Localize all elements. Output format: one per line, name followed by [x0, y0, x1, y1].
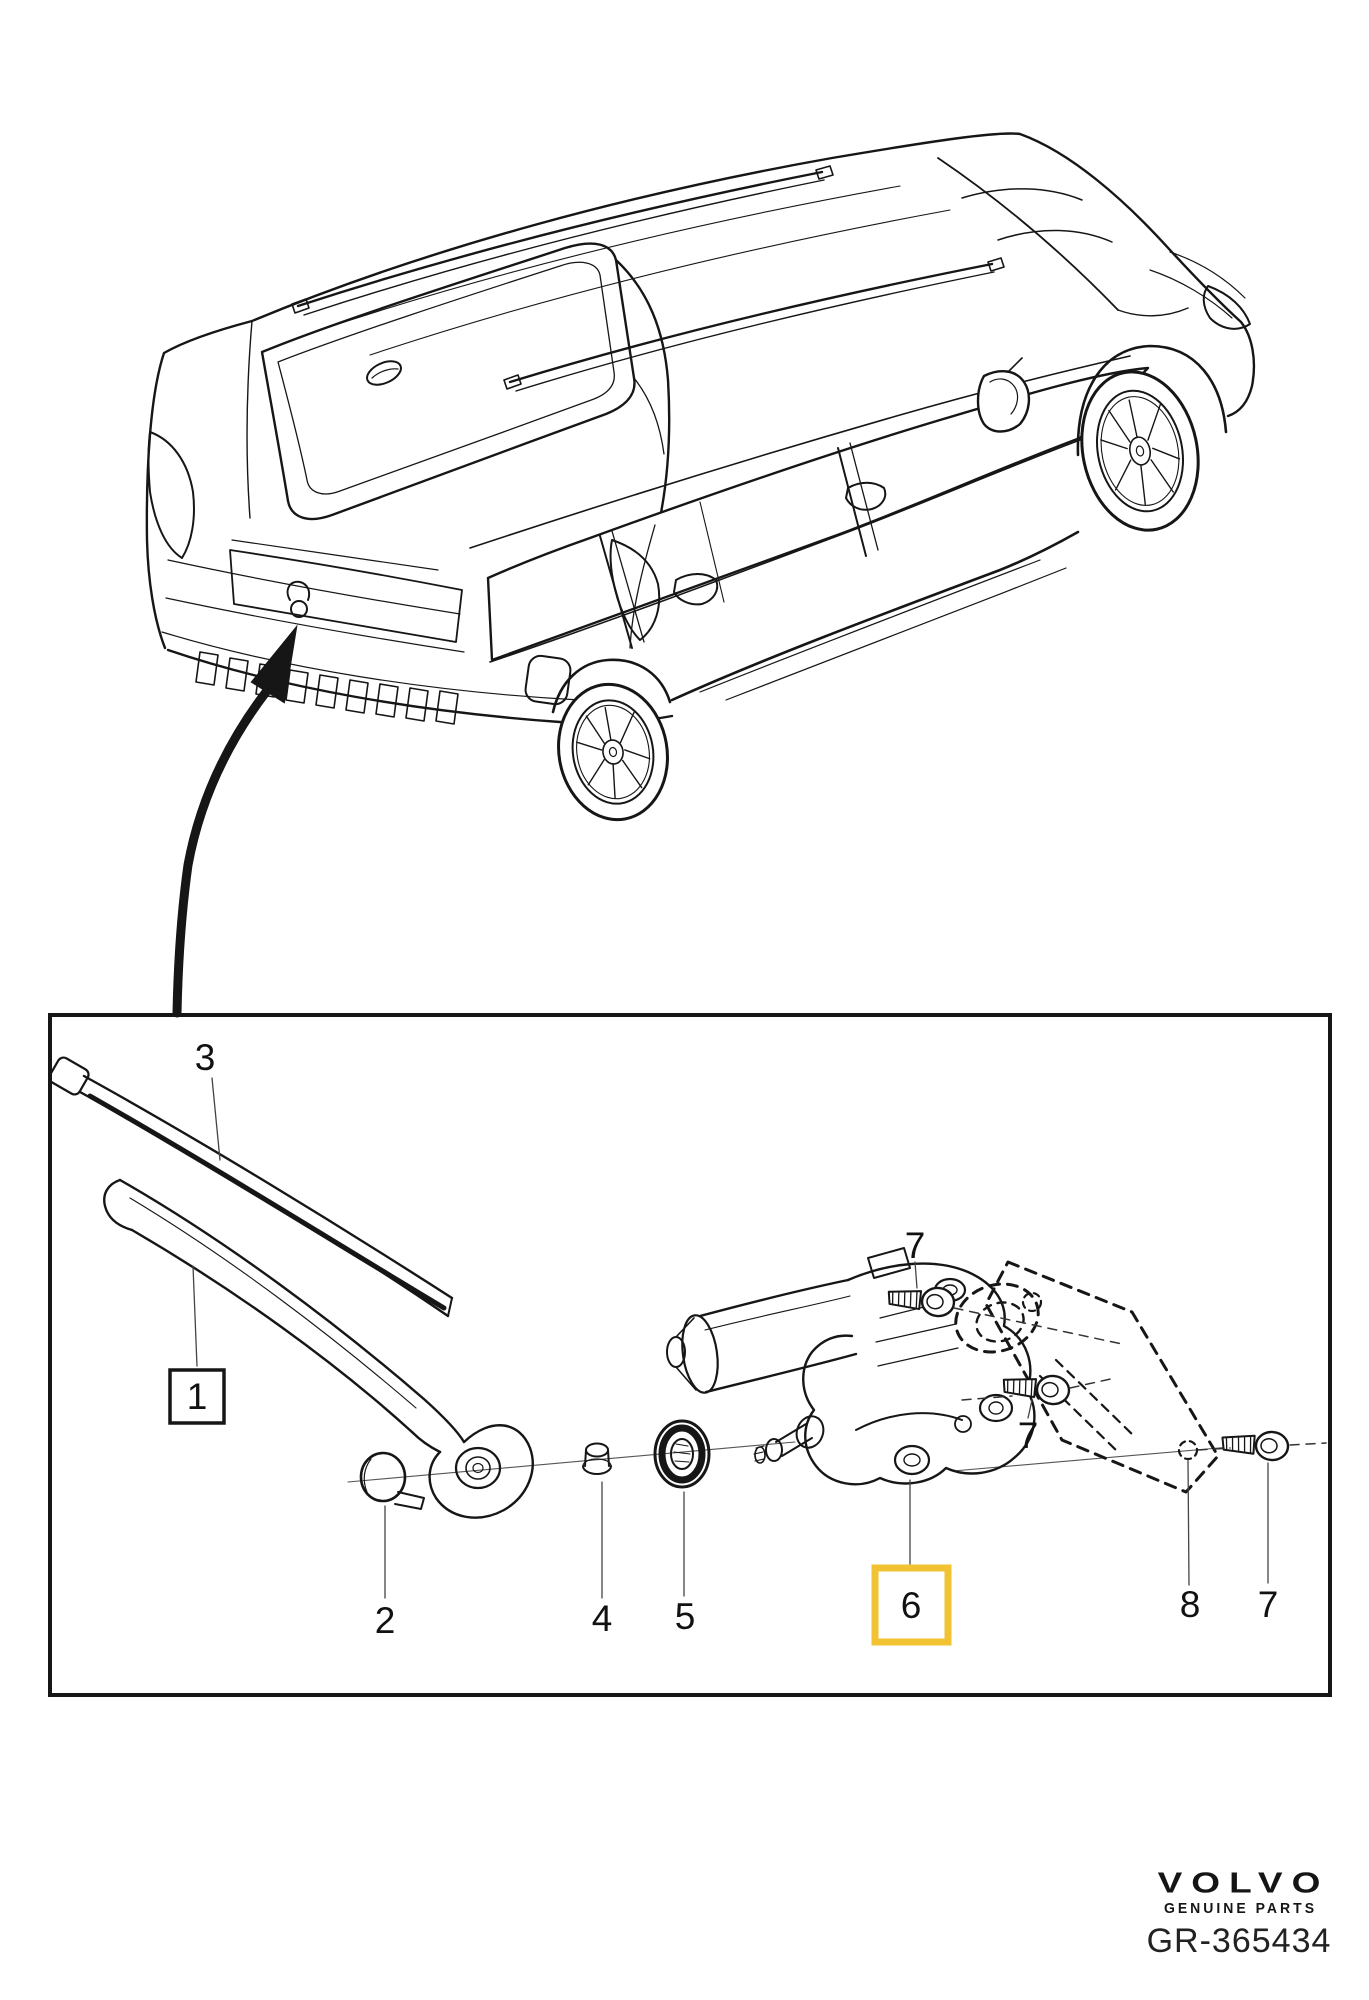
front-wheel [1080, 370, 1200, 532]
callout-5[interactable]: 5 [675, 1596, 696, 1637]
callout-2[interactable]: 2 [375, 1600, 396, 1641]
callout-7a[interactable]: 7 [905, 1225, 926, 1266]
callout-labels: 3 1 2 4 5 6 7 7 7 8 [168, 1037, 1279, 1646]
branding-block: VOLVO GENUINE PARTS GR-365434 [1104, 1866, 1369, 1961]
callout-1-box [168, 1368, 226, 1425]
part-bracket-dashed [984, 1260, 1220, 1494]
volvo-logo: VOLVO [1157, 1866, 1330, 1899]
callout-8[interactable]: 8 [1180, 1584, 1201, 1625]
callout-1[interactable]: 1 [187, 1376, 208, 1417]
part-nut [582, 1442, 612, 1475]
callout-4[interactable]: 4 [592, 1598, 613, 1639]
callout-6-highlight-box [871, 1564, 952, 1646]
part-wiper-arm [103, 1178, 534, 1519]
drawing-number: GR-365434 [1146, 1922, 1332, 1960]
part-cap [359, 1451, 425, 1510]
vehicle-illustration [145, 132, 1256, 822]
callout-7c[interactable]: 7 [1258, 1584, 1279, 1625]
exploded-assembly [48, 1056, 1327, 1599]
genuine-parts-tagline: GENUINE PARTS [1163, 1899, 1318, 1917]
callout-leader-lines [192, 1077, 1269, 1599]
callout-7b[interactable]: 7 [1018, 1415, 1039, 1456]
part-wiper-motor [666, 1247, 1036, 1486]
part-wiper-blade [48, 1056, 454, 1318]
grommet-ghost-dashed [954, 1282, 1040, 1354]
part-grommet [653, 1419, 711, 1489]
parts-box-border [48, 1013, 1332, 1697]
callout-3[interactable]: 3 [195, 1037, 216, 1078]
rear-wheel [557, 682, 669, 822]
part-screw-3 [1221, 1430, 1290, 1462]
part-screw-2 [1002, 1374, 1071, 1406]
assembly-dashed-lines [953, 1307, 1327, 1451]
pointer-arrow [172, 624, 298, 1018]
part-screw-1 [887, 1286, 956, 1318]
callout-6[interactable]: 6 [901, 1585, 922, 1626]
